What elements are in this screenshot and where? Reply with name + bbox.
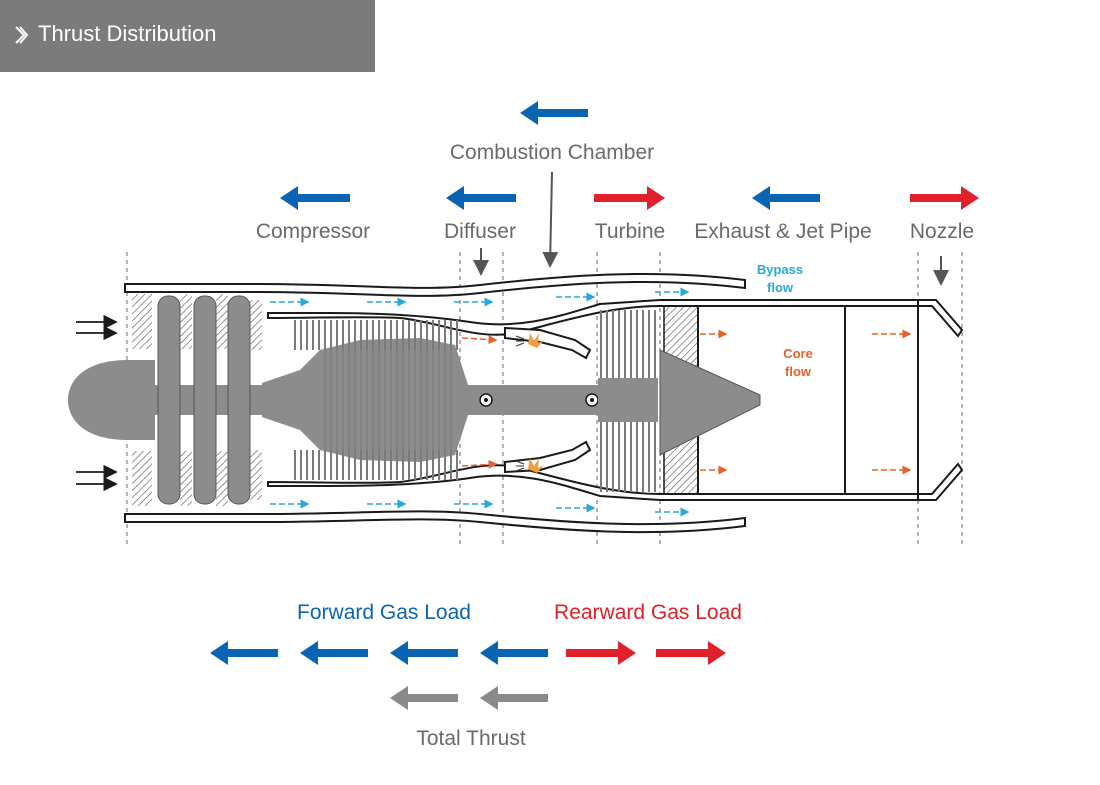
label-nozzle: Nozzle [910,220,974,243]
force-arrow-combustion [520,101,588,125]
flame-icon [515,333,544,473]
page-title: Thrust Distribution [38,21,217,46]
legend-arrows [210,641,726,710]
pointer-arrows [473,171,949,286]
legend-total-arrow-1 [390,686,458,710]
legend-forward-arrow-2 [300,641,368,665]
label-bypass-2: flow [767,280,794,295]
legend-total-label: Total Thrust [416,727,525,750]
force-arrow-compressor [280,186,350,210]
top-force-arrows [280,101,979,210]
label-core-2: flow [785,364,812,379]
legend-rearward-arrow-2 [656,641,726,665]
label-core-1: Core [783,346,813,361]
chevron-right-icon [15,26,28,44]
legend-forward-arrow-3 [390,641,458,665]
label-combustion-chamber: Combustion Chamber [450,141,654,164]
legend-rearward-label: Rearward Gas Load [554,601,742,624]
pointer-combustion [542,171,559,268]
inlet-arrows [76,314,118,492]
force-arrow-diffuser [446,186,516,210]
force-arrow-turbine [594,186,665,210]
label-bypass-1: Bypass [757,262,803,277]
legend-forward-arrow-1 [210,641,278,665]
force-arrow-exhaust [752,186,820,210]
label-turbine: Turbine [595,220,665,243]
label-diffuser: Diffuser [444,220,516,243]
engine-structure [68,272,964,534]
core-flow-arrows [461,329,912,475]
label-exhaust-jet-pipe: Exhaust & Jet Pipe [694,220,871,243]
legend-forward-arrow-4 [480,641,548,665]
bypass-flow-arrows [270,287,690,517]
label-compressor: Compressor [256,220,370,243]
force-arrow-nozzle [910,186,979,210]
legend-total-arrow-2 [480,686,548,710]
legend-rearward-arrow-1 [566,641,636,665]
legend-forward-label: Forward Gas Load [297,601,471,624]
header-bar: Thrust Distribution [0,0,375,72]
